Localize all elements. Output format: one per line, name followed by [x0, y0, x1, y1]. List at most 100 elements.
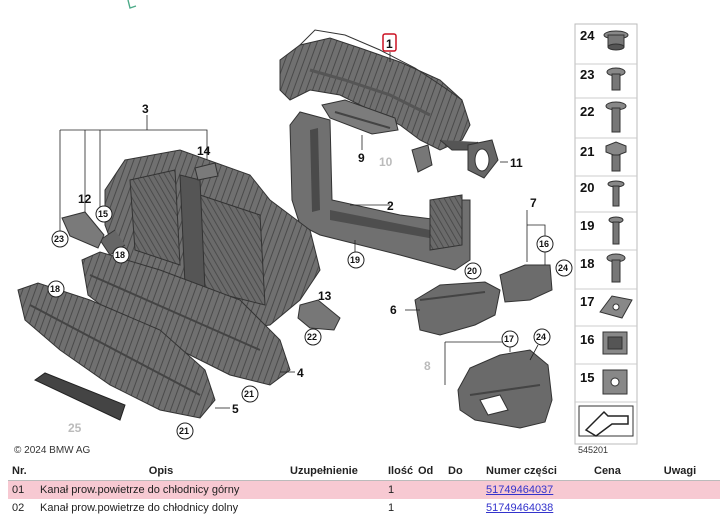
cell-numer: 51749464038 — [482, 499, 590, 516]
col-uwagi[interactable]: Uwagi — [640, 462, 720, 481]
panel-part-21[interactable]: 21 — [580, 141, 627, 172]
svg-text:17: 17 — [580, 294, 594, 309]
callout-13[interactable]: 13 — [318, 289, 332, 303]
part-9-bracket[interactable] — [321, 99, 399, 135]
svg-text:23: 23 — [54, 234, 64, 244]
part-number-link[interactable]: 51749464037 — [486, 484, 554, 496]
part-10-small-bracket[interactable] — [411, 144, 433, 173]
circled-callout-19[interactable]: 19 — [347, 251, 365, 269]
callout-6[interactable]: 6 — [390, 303, 397, 317]
circled-callout-24-upper[interactable]: 24 — [555, 259, 573, 277]
svg-text:23: 23 — [580, 67, 594, 82]
circled-callout-22[interactable]: 22 — [304, 328, 322, 346]
col-nr[interactable]: Nr. — [8, 462, 36, 481]
cell-do — [444, 480, 482, 499]
part-25-lower-strip[interactable] — [34, 372, 126, 421]
circled-callout-24-lower[interactable]: 24 — [533, 328, 551, 346]
cell-uwagi — [640, 499, 720, 516]
panel-part-20[interactable]: 20 — [580, 180, 625, 207]
part-11-seal-ring[interactable] — [467, 139, 499, 179]
circled-callout-23[interactable]: 23 — [51, 230, 69, 248]
callout-25[interactable]: 25 — [68, 421, 82, 435]
callout-1[interactable]: 1 — [382, 33, 397, 52]
svg-text:24: 24 — [536, 332, 546, 342]
cell-ilosc: 1 — [384, 480, 414, 499]
clip-nut-icon — [599, 295, 633, 319]
panel-part-19[interactable]: 19 — [580, 216, 624, 245]
callout-2[interactable]: 2 — [387, 199, 394, 213]
panel-part-18[interactable]: 18 — [580, 253, 626, 283]
callout-7[interactable]: 7 — [530, 196, 537, 210]
image-code: 545201 — [578, 445, 608, 455]
part-number-link[interactable]: 51749464038 — [486, 502, 554, 514]
circled-callout-15[interactable]: 15 — [95, 205, 113, 223]
col-od[interactable]: Od — [414, 462, 444, 481]
cell-uzupelnienie — [286, 480, 384, 499]
circled-callout-18-center[interactable]: 18 — [112, 246, 130, 264]
svg-text:22: 22 — [580, 104, 594, 119]
svg-text:19: 19 — [350, 255, 360, 265]
table-row[interactable]: 01 Kanał prow.powietrze do chłodnicy gór… — [8, 480, 720, 499]
cell-cena — [590, 499, 640, 516]
panel-part-17[interactable]: 17 — [580, 294, 633, 319]
panel-part-15[interactable]: 15 — [580, 369, 628, 395]
clip-nut-icon — [602, 369, 628, 395]
svg-text:24: 24 — [558, 263, 568, 273]
part-5-bottom-air-guide[interactable] — [17, 282, 216, 419]
circled-callout-21-upper[interactable]: 21 — [241, 385, 259, 403]
col-uzupelnienie[interactable]: Uzupełnienie — [286, 462, 384, 481]
table-header-row: Nr. Opis Uzupełnienie Ilość Od Do Numer … — [8, 462, 720, 481]
panel-part-23[interactable]: 23 — [580, 67, 626, 91]
cell-opis: Kanał prow.powietrze do chłodnicy dolny — [40, 502, 239, 514]
part-12-side-bracket[interactable] — [61, 211, 105, 249]
col-ilosc[interactable]: Ilość — [384, 462, 414, 481]
part-13-bracket[interactable] — [297, 299, 341, 331]
cell-nr: 02 — [12, 502, 25, 514]
rivet-icon — [608, 216, 624, 245]
circled-callout-21-lower[interactable]: 21 — [176, 422, 194, 440]
top-mark-icon — [127, 0, 137, 9]
callout-8[interactable]: 8 — [424, 359, 431, 373]
svg-text:18: 18 — [50, 284, 60, 294]
table-row[interactable]: 02 Kanał prow.powietrze do chłodnicy dol… — [8, 499, 720, 516]
panel-part-24[interactable]: 24 — [580, 28, 629, 51]
part-7-air-duct[interactable] — [499, 264, 553, 303]
svg-text:20: 20 — [580, 180, 594, 195]
circled-callout-17[interactable]: 17 — [501, 330, 519, 348]
callout-14[interactable]: 14 — [197, 144, 211, 158]
svg-text:16: 16 — [580, 332, 594, 347]
col-opis[interactable]: Opis — [36, 462, 286, 481]
col-do[interactable]: Do — [444, 462, 482, 481]
cell-ilosc: 1 — [388, 502, 395, 514]
svg-text:21: 21 — [179, 426, 189, 436]
callout-4[interactable]: 4 — [297, 366, 304, 380]
panel-part-16[interactable]: 16 — [580, 331, 628, 355]
callout-9[interactable]: 9 — [358, 151, 365, 165]
callout-12[interactable]: 12 — [78, 192, 92, 206]
screw-icon — [605, 101, 627, 133]
svg-text:20: 20 — [467, 266, 477, 276]
screw-icon — [607, 180, 625, 207]
panel-part-22[interactable]: 22 — [580, 101, 627, 133]
hex-bolt-icon — [605, 141, 627, 172]
part-8-lower-duct[interactable] — [457, 349, 553, 429]
cell-od — [414, 499, 444, 516]
circled-callout-20[interactable]: 20 — [464, 262, 482, 280]
col-numer-czesci[interactable]: Numer części — [482, 462, 590, 481]
circled-callout-18-left[interactable]: 18 — [47, 280, 65, 298]
parts-table: Nr. Opis Uzupełnienie Ilość Od Do Numer … — [8, 462, 720, 516]
callout-5[interactable]: 5 — [232, 402, 239, 416]
circled-callout-16[interactable]: 16 — [536, 235, 554, 253]
clip-nut-icon — [602, 331, 628, 355]
part-14-clip[interactable] — [194, 162, 219, 181]
col-cena[interactable]: Cena — [590, 462, 640, 481]
arrow-icon — [578, 405, 634, 437]
callout-10[interactable]: 10 — [379, 155, 393, 169]
cell-od — [414, 480, 444, 499]
svg-text:15: 15 — [580, 370, 594, 385]
cell-opis: Kanał prow.powietrze do chłodnicy górny — [36, 480, 286, 499]
cell-cena — [590, 480, 640, 499]
part-6-air-duct[interactable] — [414, 281, 501, 336]
callout-3[interactable]: 3 — [142, 102, 149, 116]
callout-11[interactable]: 11 — [510, 156, 523, 170]
